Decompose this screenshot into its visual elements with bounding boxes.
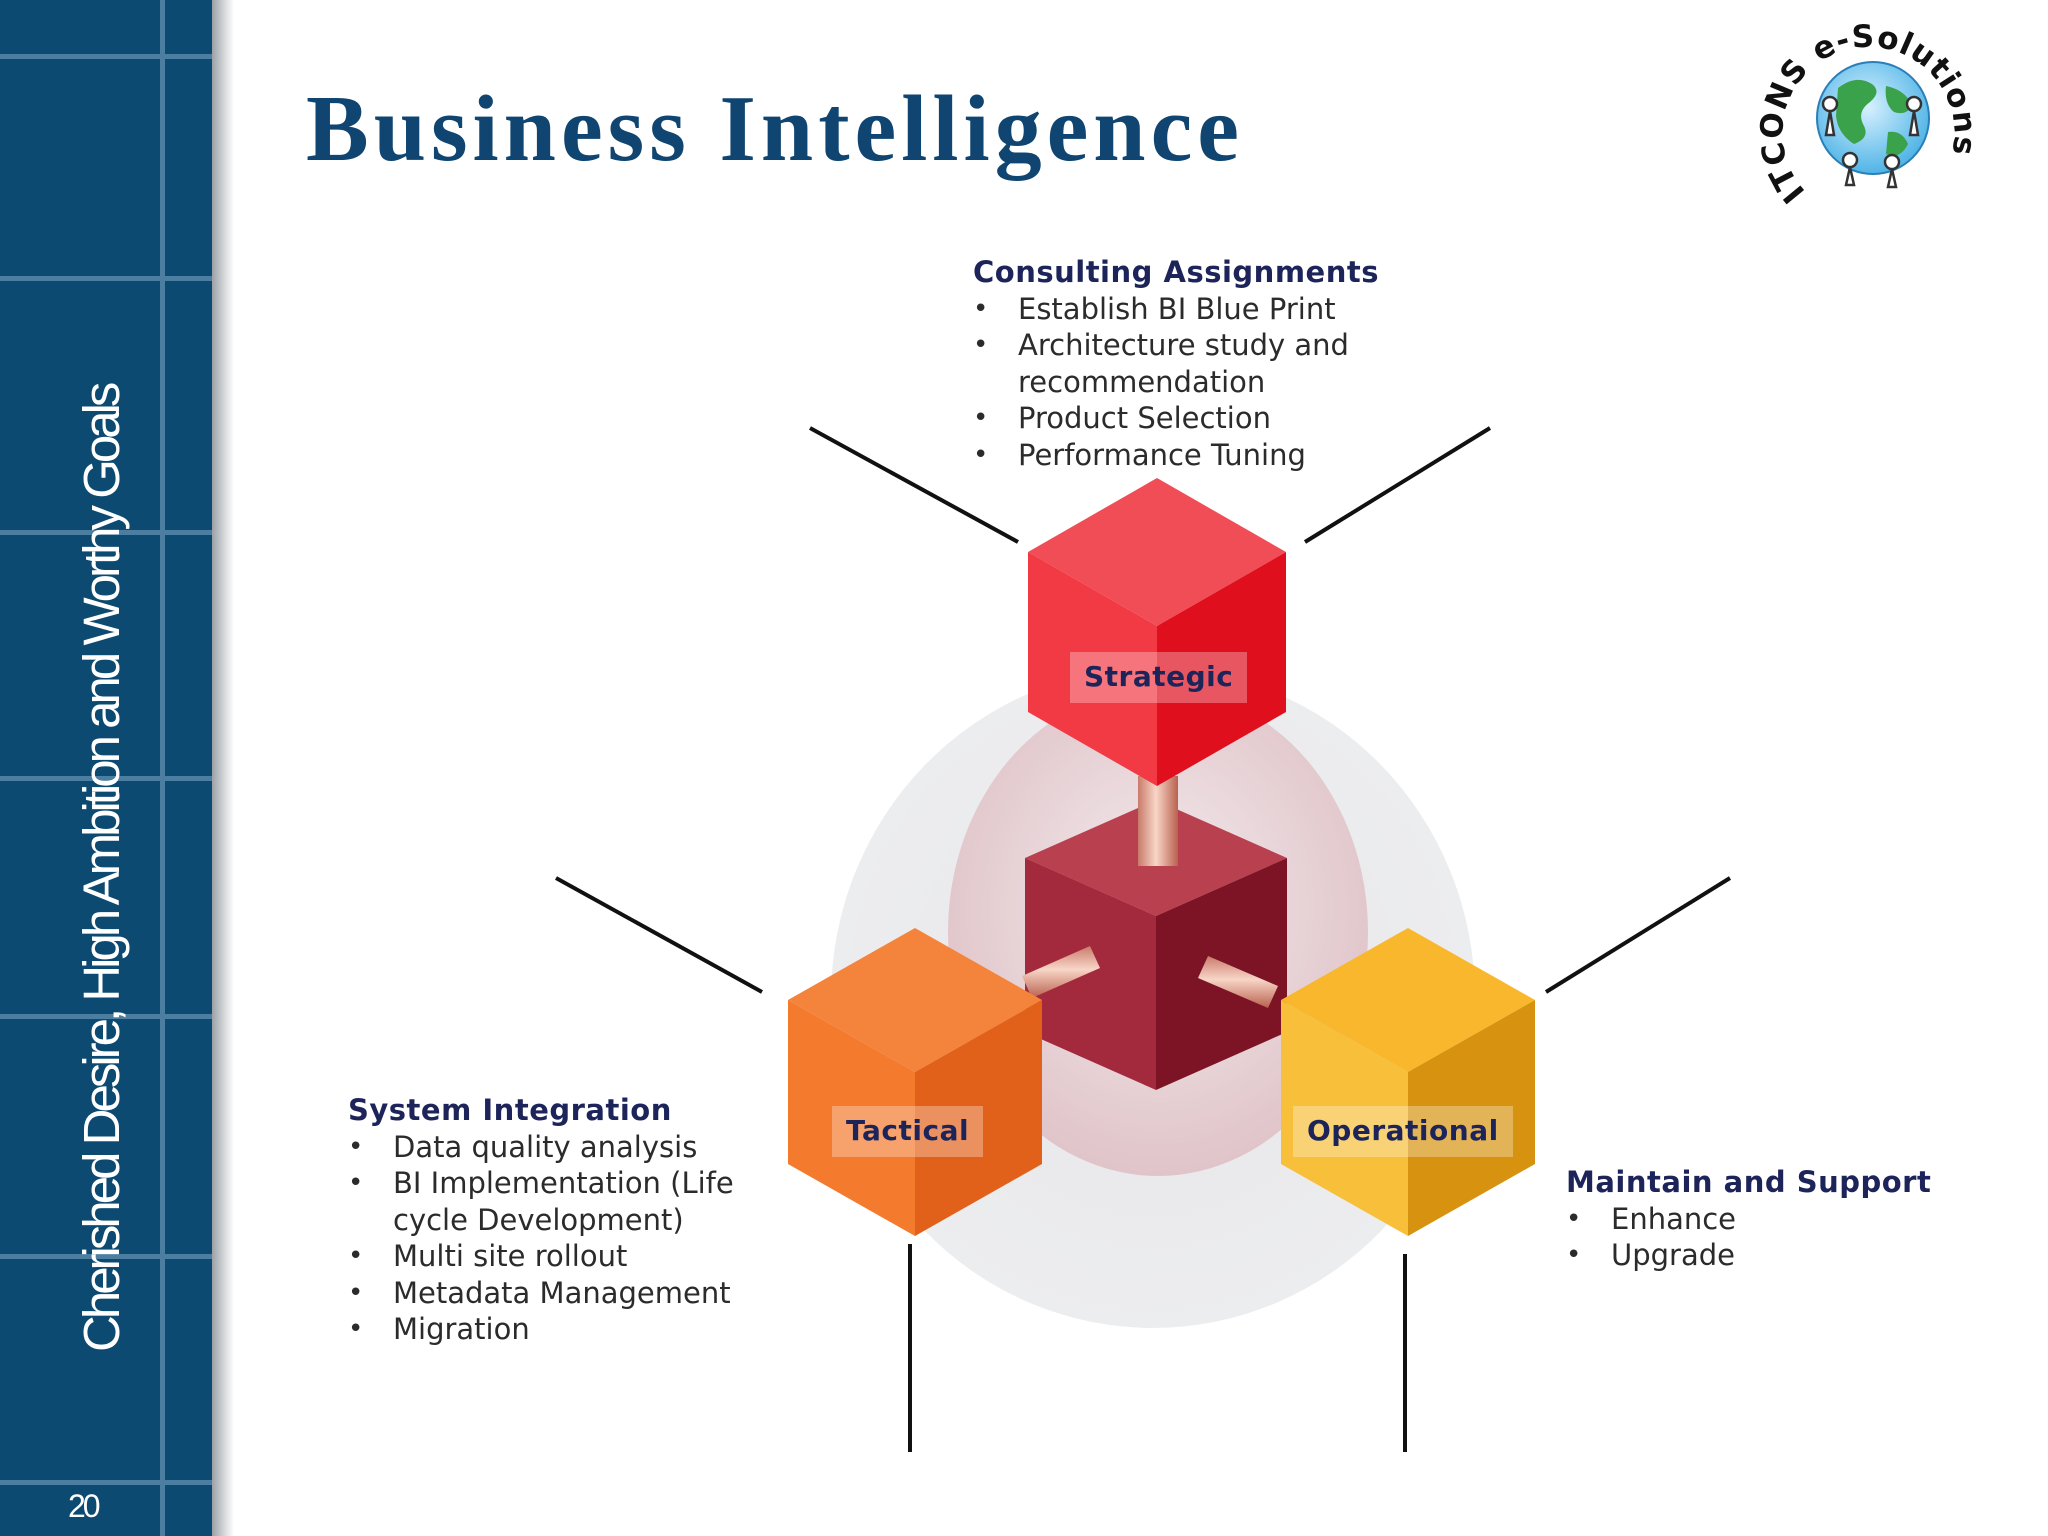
consulting-title: Consulting Assignments (973, 255, 1379, 289)
grid-line (0, 276, 212, 281)
operational-cube (1281, 928, 1535, 1236)
support-title: Maintain and Support (1566, 1165, 1932, 1199)
page-title: Business Intelligence (306, 77, 1245, 181)
pipe-left (1022, 946, 1100, 998)
consulting-list: Establish BI Blue Print Architecture stu… (973, 291, 1433, 474)
grid-line (0, 776, 212, 781)
strategic-label: Strategic (1070, 652, 1248, 703)
integration-title: System Integration (348, 1093, 672, 1127)
integration-block: System Integration Data quality analysis… (348, 1092, 778, 1348)
list-item: Upgrade (1566, 1237, 1986, 1274)
integration-list: Data quality analysis BI Implementation … (348, 1129, 778, 1348)
pipe-vertical (1138, 776, 1178, 866)
list-item: Migration (348, 1311, 778, 1348)
slide-number: 20 (68, 1488, 101, 1524)
grid-line (0, 54, 212, 59)
grid-line (0, 530, 212, 535)
list-item: Enhance (1566, 1201, 1986, 1238)
globe-people-icon (1816, 61, 1930, 189)
list-item: Multi site rollout (348, 1238, 778, 1275)
list-item: Metadata Management (348, 1275, 778, 1312)
list-item: Architecture study and recommendation (973, 327, 1433, 400)
operational-label: Operational (1293, 1106, 1513, 1157)
grid-line (0, 1014, 212, 1019)
pipe-right (1198, 956, 1278, 1008)
consulting-block: Consulting Assignments Establish BI Blue… (973, 254, 1433, 473)
list-item: Establish BI Blue Print (973, 291, 1433, 328)
tactical-label: Tactical (832, 1106, 984, 1157)
list-item: BI Implementation (Life cycle Developmen… (348, 1165, 778, 1238)
list-item: Data quality analysis (348, 1129, 778, 1166)
company-logo: ITCONS e-Solutions Pvt Ltd (1738, 0, 1982, 210)
list-item: Product Selection (973, 400, 1433, 437)
support-list: Enhance Upgrade (1566, 1201, 1986, 1274)
grid-line (0, 1480, 212, 1485)
sidebar: Cherished Desire, High Ambition and Wort… (0, 0, 212, 1536)
list-item: Performance Tuning (973, 437, 1433, 474)
grid-line (160, 0, 165, 1536)
tactical-cube (788, 928, 1042, 1236)
strategic-cube (1028, 478, 1286, 786)
grid-line (0, 1254, 212, 1259)
sidebar-shadow (212, 0, 234, 1536)
support-block: Maintain and Support Enhance Upgrade (1566, 1164, 1986, 1274)
leader-lines (555, 426, 1732, 1452)
